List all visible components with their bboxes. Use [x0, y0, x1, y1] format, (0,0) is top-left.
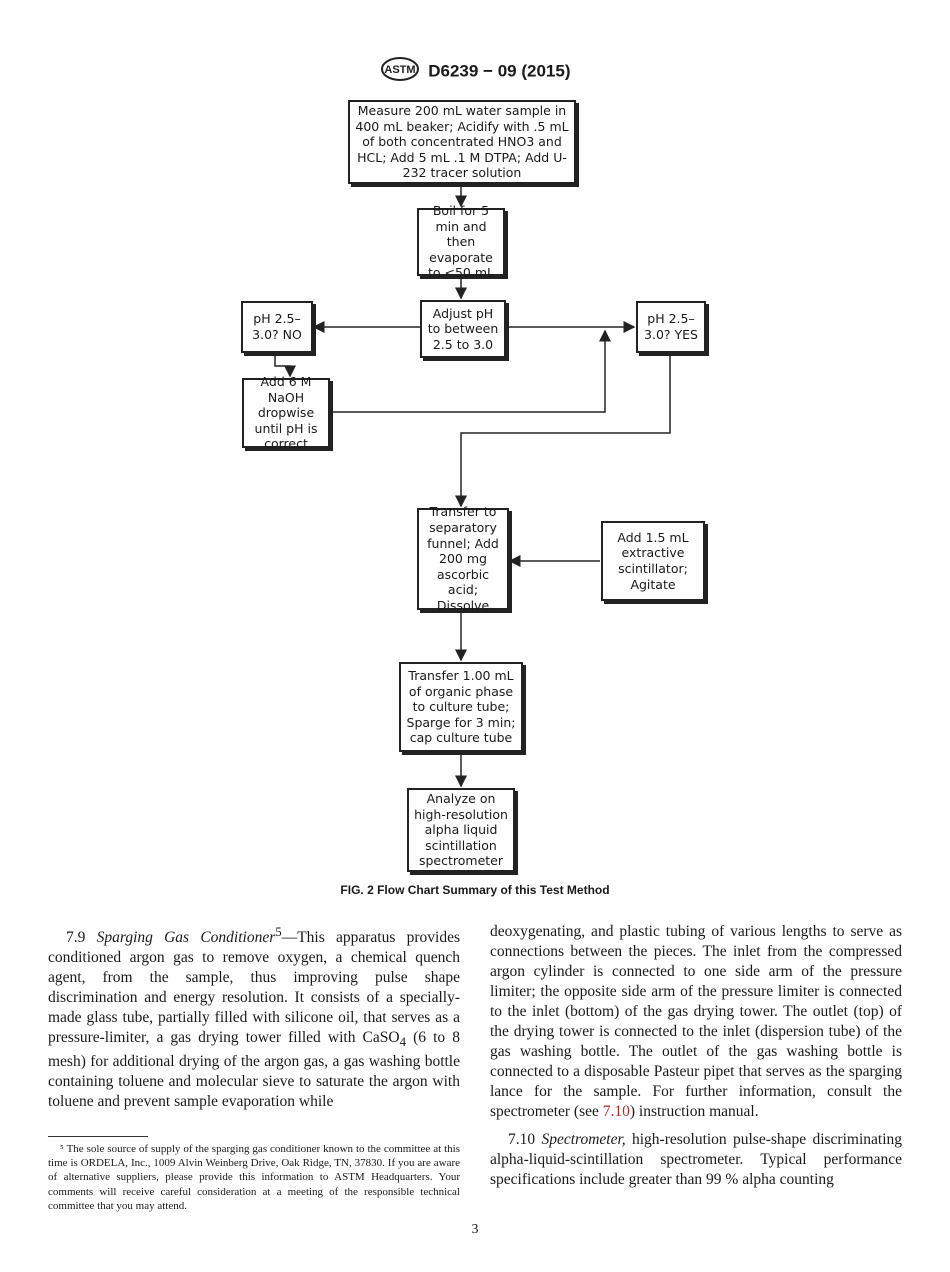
footnote-5: ⁵ The sole source of supply of the sparg… [48, 1143, 460, 1212]
subscript: 4 [399, 1034, 407, 1050]
paragraph-text: —This apparatus provides conditioned arg… [48, 929, 460, 1047]
flow-box-adjust-ph: Adjust pH to between 2.5 to 3.0 [420, 300, 506, 358]
paragraph-text: ) instruction manual. [629, 1103, 759, 1120]
paragraph-7-10: 7.10 Spectrometer, high-resolution pulse… [490, 1130, 902, 1190]
right-column: deoxygenating, and plastic tubing of var… [490, 922, 902, 1190]
page-number: 3 [471, 1222, 479, 1237]
flow-box-boil: Boil for 5 min and then evaporate to <50… [417, 203, 505, 280]
astm-logo-icon: ASTM [380, 56, 420, 87]
flow-box-ph-yes: pH 2.5–3.0? YES [636, 301, 706, 353]
section-title: Sparging Gas Conditioner [96, 929, 276, 947]
paragraph-7-9: 7.9 Sparging Gas Conditioner5—This appar… [48, 922, 460, 1112]
document-code: D6239 − 09 (2015) [428, 61, 571, 81]
figure-caption: FIG. 2 Flow Chart Summary of this Test M… [340, 883, 610, 897]
flow-box-add-naoh: Add 6 M NaOH dropwise until pH is correc… [242, 374, 330, 451]
footnote-divider [48, 1136, 148, 1137]
footnote-ref: 5 [275, 924, 282, 939]
page-header: ASTM D6239 − 09 (2015) [0, 56, 950, 87]
section-title: Spectrometer, [541, 1131, 626, 1148]
arrow-no-to-naoh [274, 353, 296, 378]
svg-text:ASTM: ASTM [384, 64, 415, 76]
paragraph-continued: deoxygenating, and plastic tubing of var… [490, 922, 902, 1122]
paragraph-text: (6 to 8 mesh) for additional drying of t… [48, 1029, 460, 1111]
flow-box-transfer-organic: Transfer 1.00 mL of organic phase to cul… [399, 662, 523, 752]
flow-box-transfer-funnel: Transfer to separatory funnel; Add 200 m… [417, 504, 509, 613]
flowchart-connectors [274, 183, 671, 788]
arrow-naoh-to-adjust [331, 329, 611, 413]
flow-box-measure: Measure 200 mL water sample in 400 mL be… [348, 100, 576, 184]
flow-box-analyze: Analyze on high-resolution alpha liquid … [407, 788, 515, 872]
section-number: 7.10 [508, 1131, 536, 1148]
left-column: 7.9 Sparging Gas Conditioner5—This appar… [48, 922, 460, 1112]
arrow-yes-to-transfer [455, 353, 671, 508]
flow-box-ph-no: pH 2.5–3.0? NO [241, 301, 313, 353]
flow-box-add-scintillator: Add 1.5 mL extractive scintillator; Agit… [601, 521, 705, 601]
section-number: 7.9 [66, 929, 86, 947]
paragraph-text: high-resolution pulse-shape discriminati… [490, 1131, 902, 1188]
section-link[interactable]: 7.10 [602, 1103, 630, 1120]
paragraph-text: deoxygenating, and plastic tubing of var… [490, 923, 902, 1120]
